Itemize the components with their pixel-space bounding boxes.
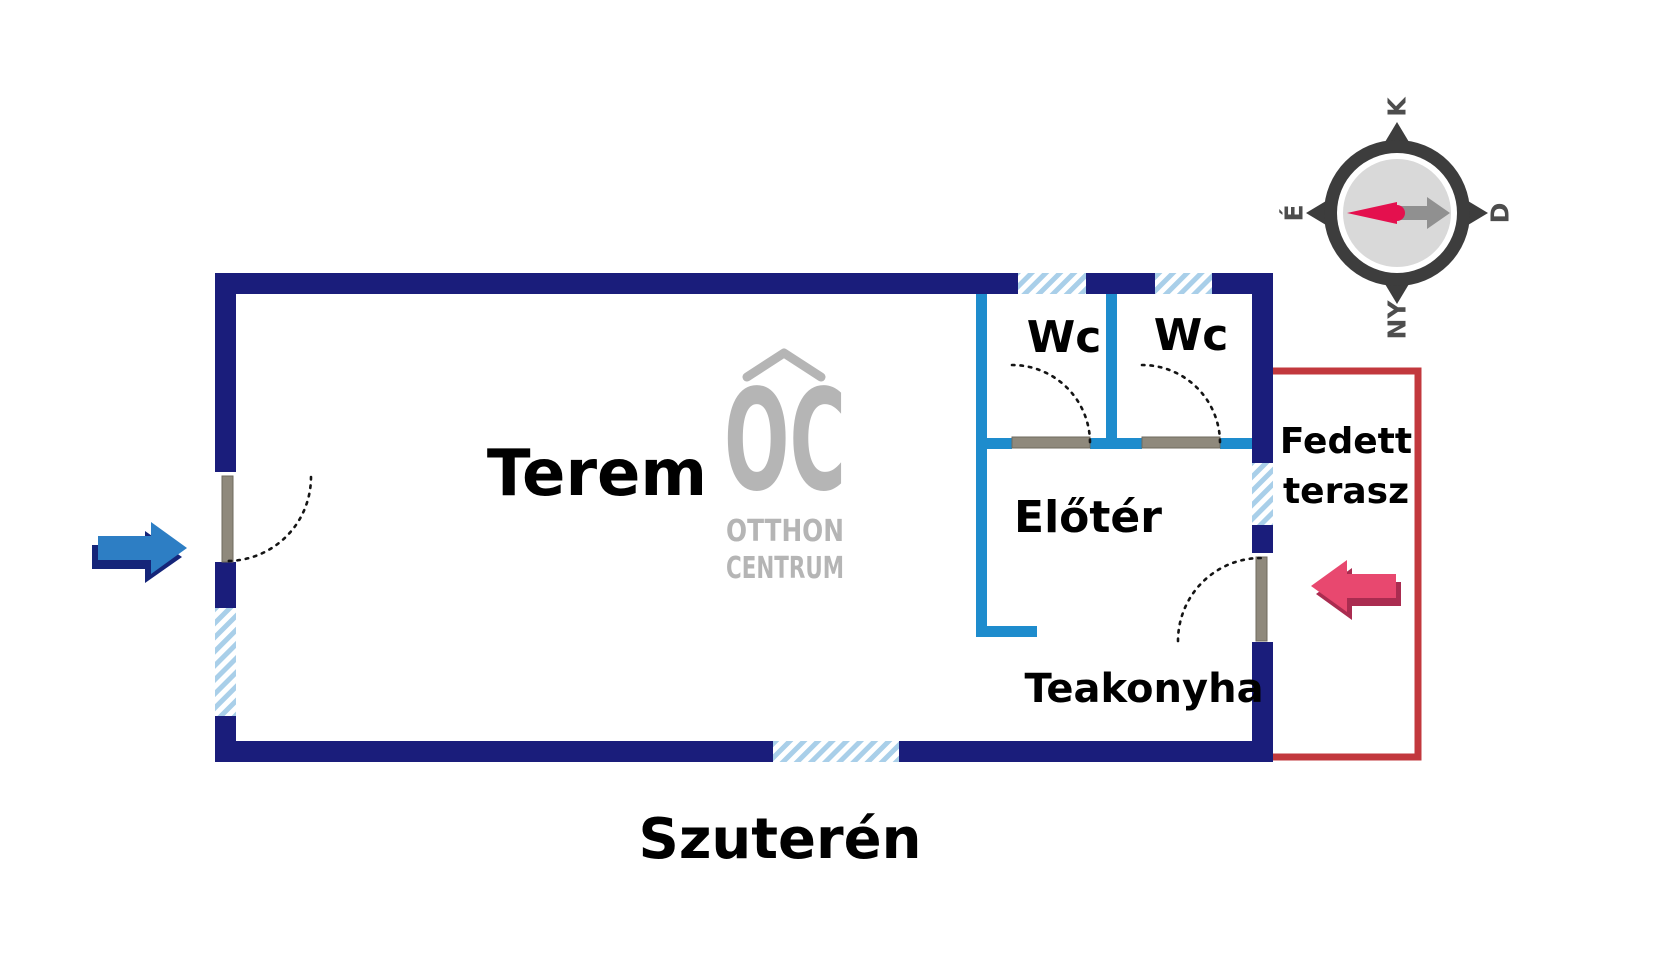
logo-monogram: OC (724, 360, 846, 523)
compass-label-ny: NY (1383, 300, 1412, 340)
window-top-right (1155, 273, 1212, 294)
terrace-label-line1: Fedett (1280, 421, 1412, 462)
floor-level-label: Szuterén (638, 807, 921, 872)
compass: K D NY É (1280, 96, 1515, 340)
terrace-arrow (1311, 560, 1401, 620)
compass-label-d: D (1486, 203, 1515, 224)
entrance-arrow (92, 522, 187, 583)
oc-logo: OC OTTHON CENTRUM (724, 348, 846, 586)
compass-label-e: É (1280, 204, 1309, 221)
room-label-eloter: Előtér (1014, 492, 1162, 543)
logo-otthon: OTTHON (726, 514, 844, 549)
building-floor (236, 294, 1252, 741)
room-label-teakonyha: Teakonyha (1024, 666, 1263, 712)
room-label-wc-left: Wc (1027, 312, 1102, 363)
window-bottom-wall (773, 741, 899, 762)
terrace-arrow-icon (1311, 560, 1396, 612)
window-right-wall (1252, 463, 1273, 525)
partition-wc-bottom-c (1220, 438, 1252, 449)
compass-needle-north-icon (1347, 202, 1397, 224)
compass-label-k: K (1383, 96, 1412, 117)
wc-left-door-leaf (1011, 436, 1091, 449)
partition-wc-divider (1106, 294, 1117, 449)
logo-roof-icon (742, 348, 826, 382)
wc-right-door-leaf (1141, 436, 1221, 449)
entrance-door-leaf (221, 475, 234, 563)
window-left-wall (215, 608, 236, 716)
wc-right-door-swing-arc (1140, 363, 1222, 445)
partition-eloter-stub (976, 626, 1037, 637)
entrance-door-swing-arc (225, 475, 313, 563)
compass-needle-south-icon (1390, 197, 1450, 229)
logo-centrum: CENTRUM (726, 551, 844, 586)
room-label-terem: Terem (487, 437, 707, 511)
window-top-left (1018, 273, 1086, 294)
terrace-door-swing-arc (1176, 556, 1263, 643)
terrace-label-line2: terasz (1283, 471, 1409, 512)
partition-eloter-vertical (976, 294, 987, 637)
entrance-arrow-icon (98, 522, 187, 574)
compass-needle-hub-icon (1389, 205, 1405, 221)
terrace-door-leaf (1255, 556, 1268, 642)
partition-wc-bottom-a (976, 438, 1012, 449)
wc-left-door-swing-arc (1010, 363, 1092, 445)
room-label-wc-right: Wc (1154, 310, 1229, 361)
